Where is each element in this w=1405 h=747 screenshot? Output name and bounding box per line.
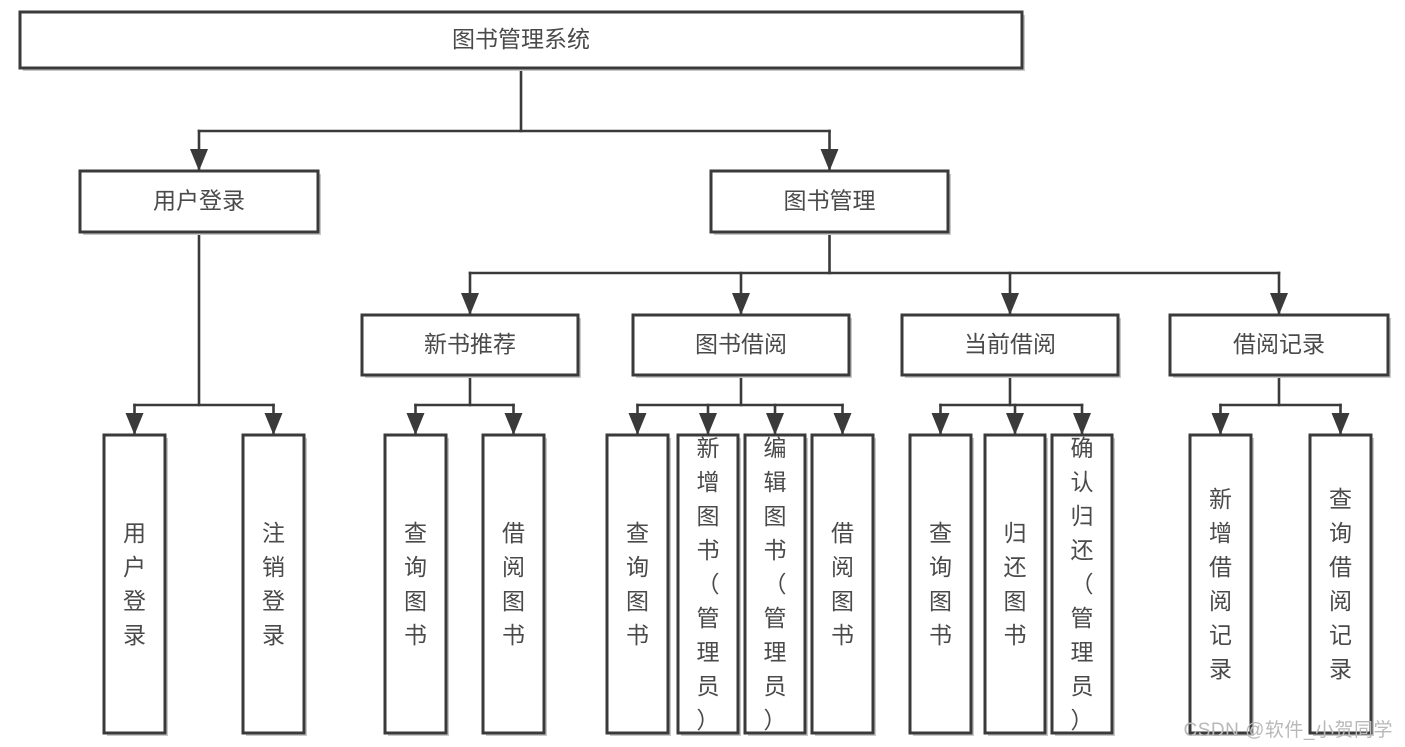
node-leaf-borrow-book-recommend[interactable]: 借阅图书	[481, 433, 547, 736]
node-label: 当前借阅	[964, 331, 1056, 357]
node-leaf-query-book-borrow[interactable]: 查询图书	[605, 433, 671, 736]
node-root[interactable]: 图书管理系统	[18, 10, 1025, 71]
node-leaf-confirm-return[interactable]: 确认归还（管理员）	[1050, 433, 1115, 736]
node-label: 归还图书	[1004, 520, 1027, 648]
node-label: 查询借阅记录	[1329, 486, 1352, 682]
arrowhead	[820, 149, 839, 171]
node-leaf-query-borrow-record[interactable]: 查询借阅记录	[1308, 433, 1374, 736]
arrowhead	[833, 413, 852, 435]
node-rect[interactable]	[908, 433, 973, 735]
node-boxes-layer: 图书管理系统用户登录图书管理新书推荐图书借阅当前借阅借阅记录用户登录注销登录查询…	[18, 10, 1391, 736]
node-rect[interactable]	[1308, 433, 1373, 735]
node-label: 新书推荐	[424, 331, 516, 357]
node-book-borrow[interactable]: 图书借阅	[631, 313, 852, 378]
node-label: 图书管理	[784, 188, 876, 214]
node-leaf-add-book[interactable]: 新增图书（管理员）	[676, 433, 741, 736]
arrowhead	[1001, 293, 1019, 315]
node-rect[interactable]	[1168, 313, 1390, 377]
node-user-login[interactable]: 用户登录	[78, 169, 321, 235]
node-label: 借阅图书	[831, 520, 854, 648]
node-rect[interactable]	[1188, 433, 1253, 735]
node-label: 借阅图书	[502, 520, 525, 648]
node-leaf-borrow-book[interactable]: 借阅图书	[810, 433, 876, 736]
connector-edges-layer	[125, 66, 1350, 437]
arrowhead	[406, 413, 425, 435]
node-current-borrow[interactable]: 当前借阅	[900, 313, 1121, 378]
node-borrow-record[interactable]: 借阅记录	[1168, 313, 1391, 378]
node-rect[interactable]	[18, 10, 1024, 70]
node-label: 用户登录	[153, 188, 245, 214]
node-rect[interactable]	[709, 169, 950, 234]
arrowhead	[1331, 413, 1350, 435]
node-rect[interactable]	[810, 433, 875, 735]
node-label: 图书借阅	[695, 331, 787, 357]
arrowhead	[461, 293, 479, 315]
node-label: 确认归还（管理员）	[1071, 435, 1094, 733]
arrowhead	[264, 413, 283, 435]
node-label: 查询图书	[626, 520, 649, 648]
node-label: 借阅记录	[1233, 331, 1325, 357]
node-book-manage[interactable]: 图书管理	[709, 169, 951, 235]
arrowhead	[766, 413, 784, 435]
node-leaf-add-borrow-record[interactable]: 新增借阅记录	[1188, 433, 1254, 736]
node-label: 新增图书（管理员）	[697, 435, 720, 733]
arrowhead	[1006, 413, 1024, 435]
arrowhead	[1211, 413, 1230, 435]
node-leaf-edit-book[interactable]: 编辑图书（管理员）	[743, 433, 808, 736]
node-rect[interactable]	[360, 313, 580, 377]
arrowhead	[1270, 293, 1288, 315]
node-rect[interactable]	[631, 313, 851, 377]
node-rect[interactable]	[78, 169, 320, 234]
node-label: 注销登录	[262, 520, 285, 648]
node-rect[interactable]	[383, 433, 448, 735]
arrowhead	[699, 413, 717, 435]
node-rect[interactable]	[605, 433, 670, 735]
node-rect[interactable]	[676, 433, 740, 735]
node-label: 图书管理系统	[452, 26, 590, 52]
arrowhead	[732, 293, 750, 315]
node-label: 用户登录	[123, 520, 146, 648]
arrowhead	[190, 149, 208, 171]
node-rect[interactable]	[983, 433, 1047, 735]
arrowhead	[931, 413, 950, 435]
node-label: 新增借阅记录	[1209, 486, 1232, 682]
node-rect[interactable]	[900, 313, 1120, 377]
node-rect[interactable]	[1050, 433, 1114, 735]
node-label: 查询图书	[404, 520, 427, 648]
arrowhead	[504, 413, 523, 435]
node-leaf-query-book-current[interactable]: 查询图书	[908, 433, 974, 736]
node-rect[interactable]	[743, 433, 807, 735]
node-new-book-recommend[interactable]: 新书推荐	[360, 313, 581, 378]
node-rect[interactable]	[241, 433, 306, 735]
arrowhead	[125, 413, 144, 435]
node-leaf-return-book[interactable]: 归还图书	[983, 433, 1048, 736]
arrowhead	[628, 413, 647, 435]
arrowhead	[1073, 413, 1091, 435]
node-leaf-query-book-recommend[interactable]: 查询图书	[383, 433, 449, 736]
node-label: 编辑图书（管理员）	[764, 435, 787, 733]
csdn-watermark: CSDN @软件_小贺同学	[1183, 720, 1393, 741]
node-leaf-logout[interactable]: 注销登录	[241, 433, 307, 736]
node-leaf-user-login[interactable]: 用户登录	[102, 433, 168, 736]
node-rect[interactable]	[102, 433, 167, 735]
node-label: 查询图书	[929, 520, 952, 648]
node-rect[interactable]	[481, 433, 546, 735]
